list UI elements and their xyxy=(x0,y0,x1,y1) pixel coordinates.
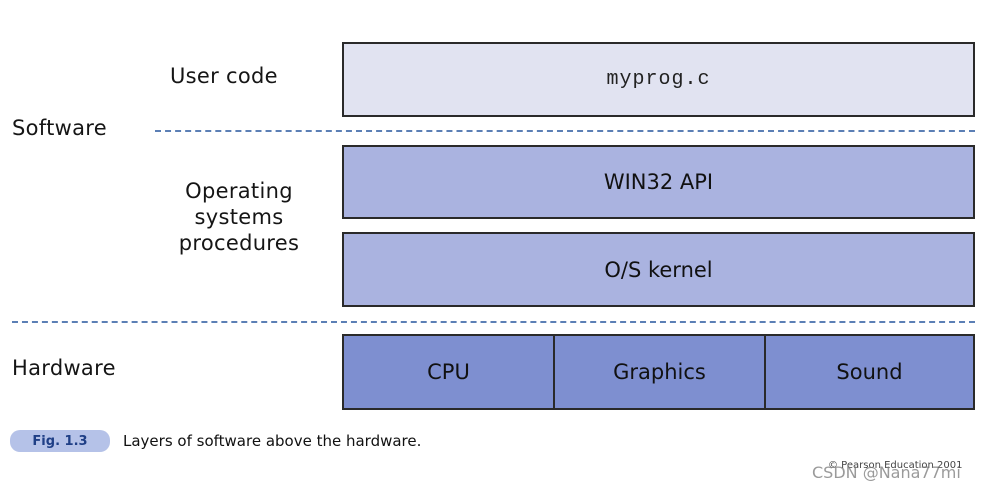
os-label-line-2: systems xyxy=(194,205,284,229)
hardware-label: Hardware xyxy=(12,356,116,380)
software-label: Software xyxy=(12,116,107,140)
cpu-box: CPU xyxy=(342,334,555,410)
sound-box: Sound xyxy=(764,334,975,410)
software-divider xyxy=(155,130,975,132)
sound-label: Sound xyxy=(836,360,903,384)
figure-number: Fig. 1.3 xyxy=(32,433,88,449)
graphics-box: Graphics xyxy=(553,334,766,410)
copyright-notice: © Pearson Education 2001 xyxy=(828,460,963,471)
myprog-label: myprog.c xyxy=(606,68,711,91)
os-label-line-3: procedures xyxy=(178,231,300,255)
graphics-label: Graphics xyxy=(613,360,706,384)
os-label-line-1: Operating xyxy=(185,179,293,203)
hardware-divider xyxy=(12,321,975,323)
figure-caption: Layers of software above the hardware. xyxy=(123,432,422,450)
csdn-watermark: CSDN @Nana77mi xyxy=(812,463,961,482)
os-procedures-label: Operating systems procedures xyxy=(150,178,328,256)
os-kernel-box: O/S kernel xyxy=(342,232,975,307)
win32-api-box: WIN32 API xyxy=(342,145,975,219)
user-code-label: User code xyxy=(170,64,278,88)
win32-api-label: WIN32 API xyxy=(603,170,714,194)
cpu-label: CPU xyxy=(427,360,470,384)
user-code-box: myprog.c xyxy=(342,42,975,117)
figure-number-badge: Fig. 1.3 xyxy=(10,430,110,452)
os-kernel-label: O/S kernel xyxy=(604,257,713,282)
